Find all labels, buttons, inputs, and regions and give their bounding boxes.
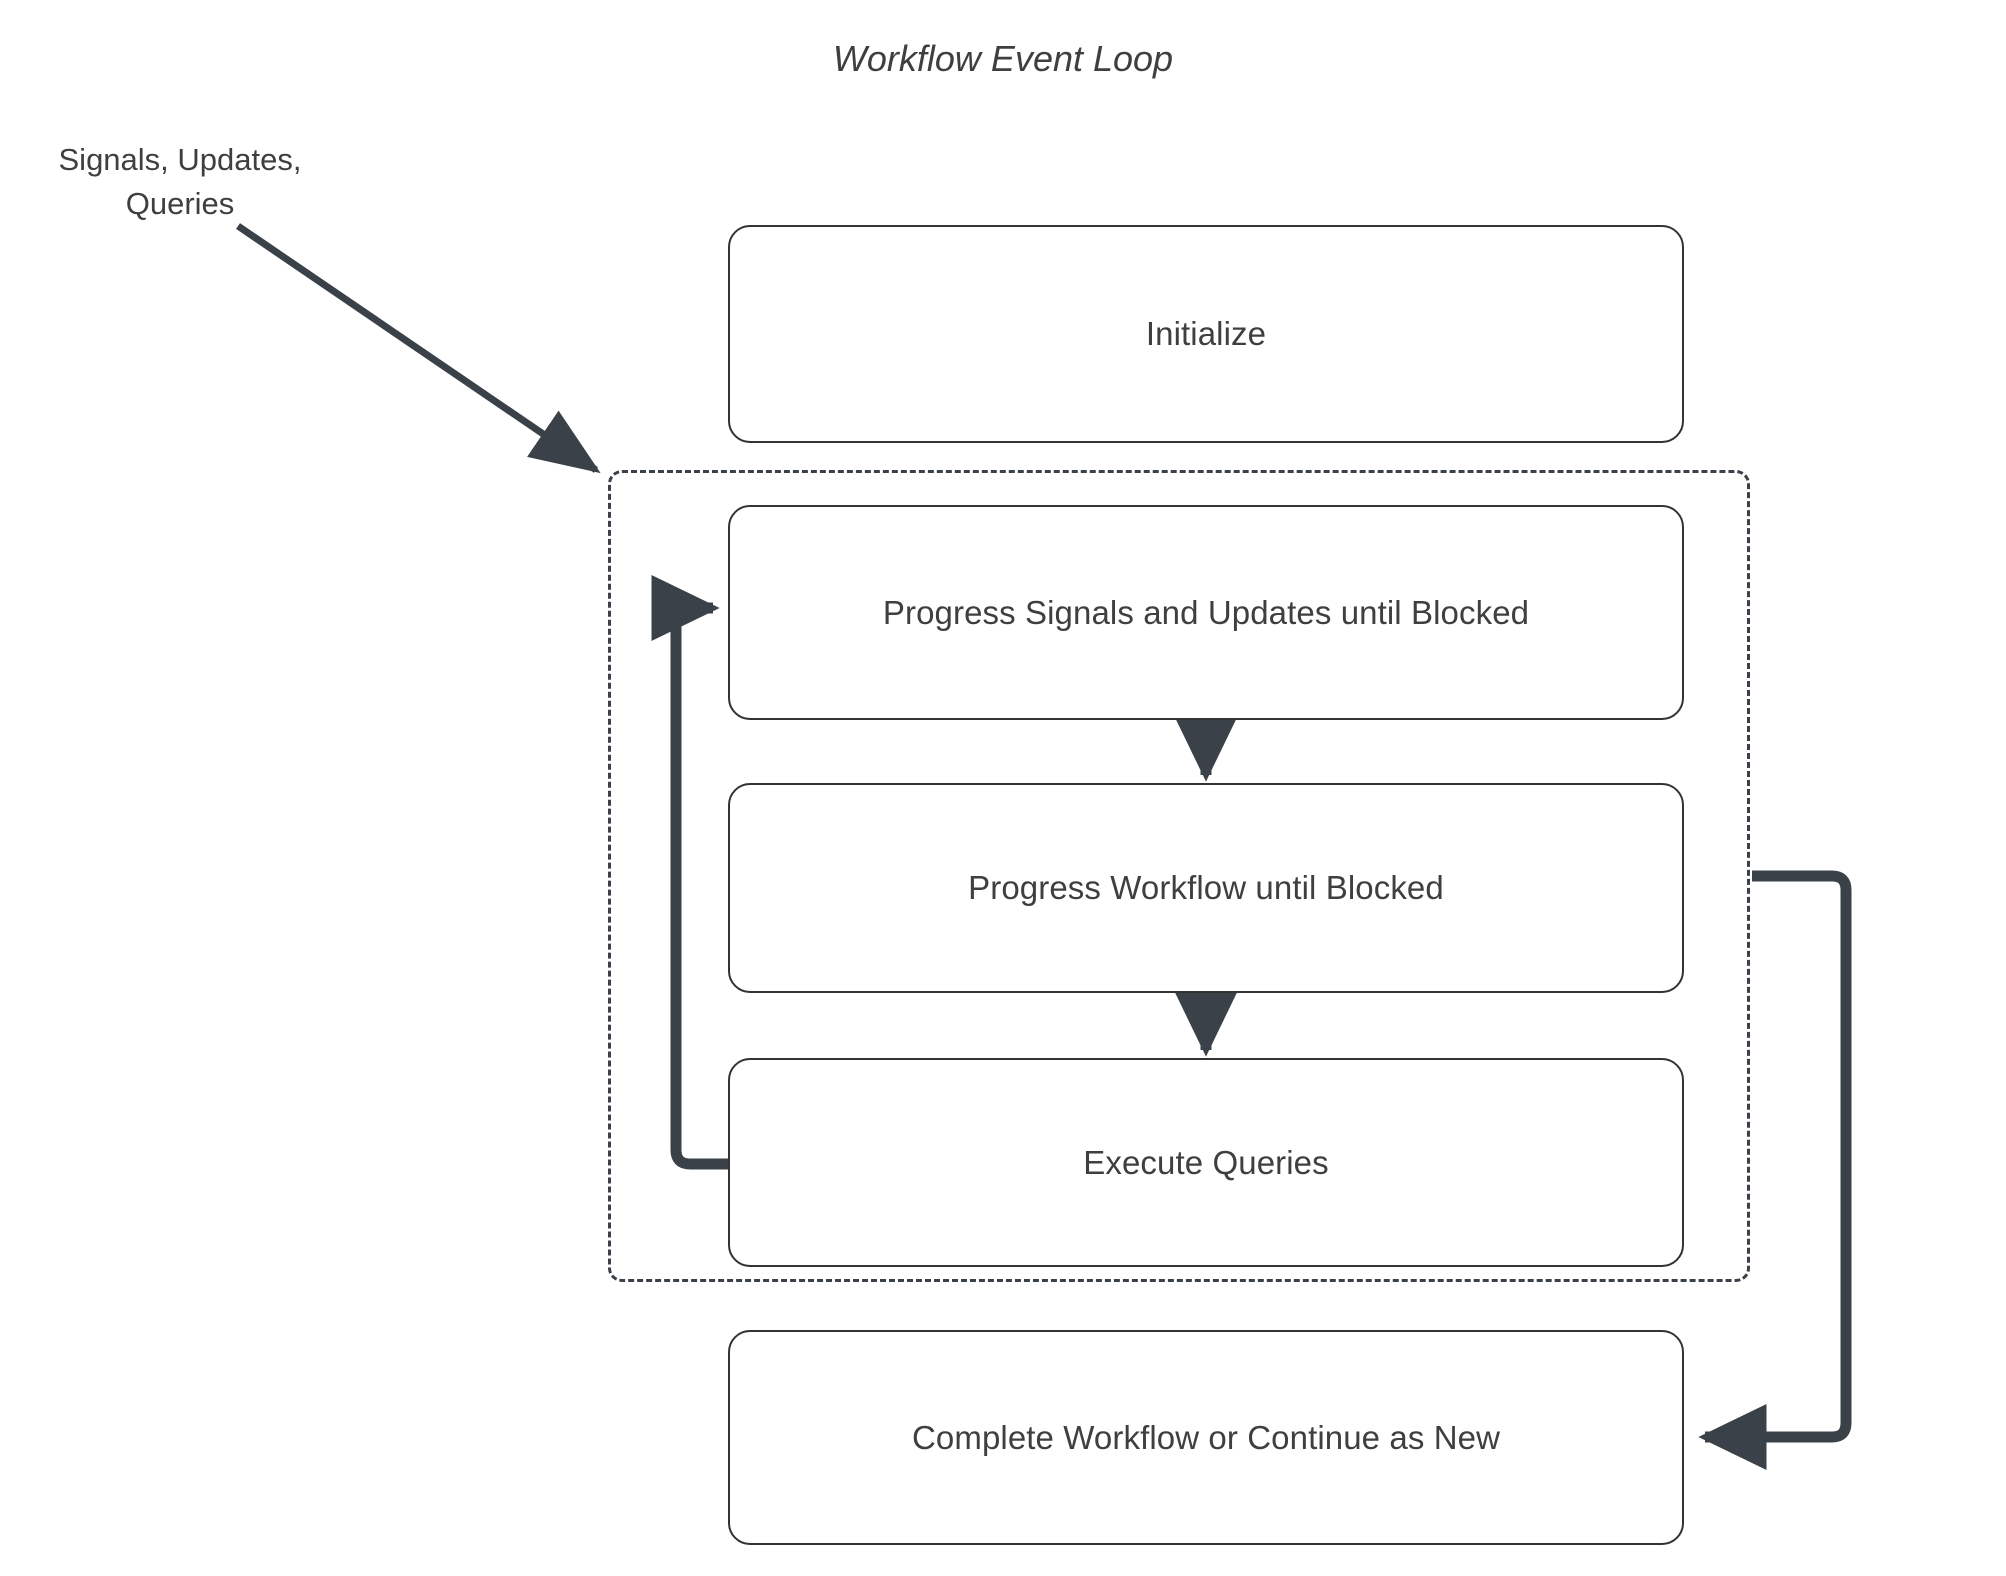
edge-external-input-to-loop [236,223,601,474]
node-progress-signals[interactable]: Progress Signals and Updates until Block… [728,505,1684,720]
node-complete-workflow-label: Complete Workflow or Continue as New [911,1418,1501,1456]
external-input-line-2: Queries [125,186,235,221]
node-complete-workflow[interactable]: Complete Workflow or Continue as New [728,1330,1684,1545]
node-execute-queries[interactable]: Execute Queries [728,1058,1684,1267]
node-progress-workflow-label: Progress Workflow until Blocked [968,869,1444,906]
external-input-line-1: Signals, Updates, [58,142,302,177]
external-input-label: Signals, Updates, Queries [20,138,340,226]
node-progress-signals-label: Progress Signals and Updates until Block… [882,593,1530,631]
node-initialize[interactable]: Initialize [728,225,1684,443]
node-execute-queries-label: Execute Queries [1083,1143,1329,1181]
diagram-title: Workflow Event Loop [832,38,1174,79]
node-progress-workflow[interactable]: Progress Workflow until Blocked [728,783,1684,993]
node-initialize-label: Initialize [1145,315,1267,352]
